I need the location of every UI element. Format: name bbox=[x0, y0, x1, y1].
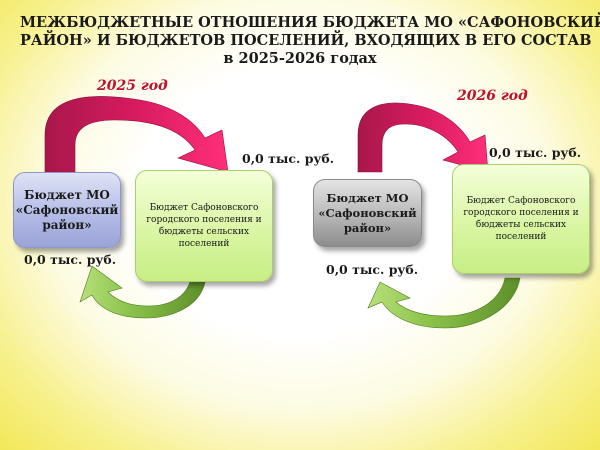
year-label-2025: 2025 год bbox=[97, 78, 168, 94]
settlements-budget-label: Бюджет Сафоновского городского поселения… bbox=[463, 196, 579, 242]
title-line-1: МЕЖБЮДЖЕТНЫЕ ОТНОШЕНИЯ БЮДЖЕТА МО «САФОН… bbox=[20, 14, 600, 31]
left-transfer-arrow-top bbox=[44, 96, 229, 173]
mo-budget-box-2025: Бюджет МО «Сафоновский район» bbox=[13, 172, 121, 248]
amount-top-2026: 0,0 тыс. руб. bbox=[489, 145, 582, 160]
year-label-2026: 2026 год bbox=[457, 88, 528, 104]
title-line-3: в 2025-2026 годах bbox=[223, 50, 377, 67]
mo-budget-label: Бюджет МО «Сафоновский район» bbox=[15, 187, 119, 232]
page-title: МЕЖБЮДЖЕТНЫЕ ОТНОШЕНИЯ БЮДЖЕТА МО «САФОН… bbox=[20, 14, 600, 68]
right-transfer-arrow-top bbox=[357, 102, 489, 173]
mo-budget-label: Бюджет МО «Сафоновский район» bbox=[318, 190, 417, 235]
amount-top-2025: 0,0 тыс. руб. bbox=[242, 151, 335, 166]
settlements-budget-box-2025: Бюджет Сафоновского городского поселения… bbox=[135, 170, 273, 282]
left-transfer-arrow-bottom bbox=[79, 265, 206, 319]
amount-bottom-2025: 0,0 тыс. руб. bbox=[24, 252, 117, 267]
right-transfer-arrow-bottom bbox=[367, 277, 521, 329]
mo-budget-box-2026: Бюджет МО «Сафоновский район» bbox=[313, 179, 422, 247]
settlements-budget-label: Бюджет Сафоновского городского поселения… bbox=[146, 203, 262, 249]
title-line-2: РАЙОН» И БЮДЖЕТОВ ПОСЕЛЕНИЙ, ВХОДЯЩИХ В … bbox=[20, 32, 592, 49]
settlements-budget-box-2026: Бюджет Сафоновского городского поселения… bbox=[452, 164, 590, 274]
amount-bottom-2026: 0,0 тыс. руб. bbox=[326, 262, 419, 277]
